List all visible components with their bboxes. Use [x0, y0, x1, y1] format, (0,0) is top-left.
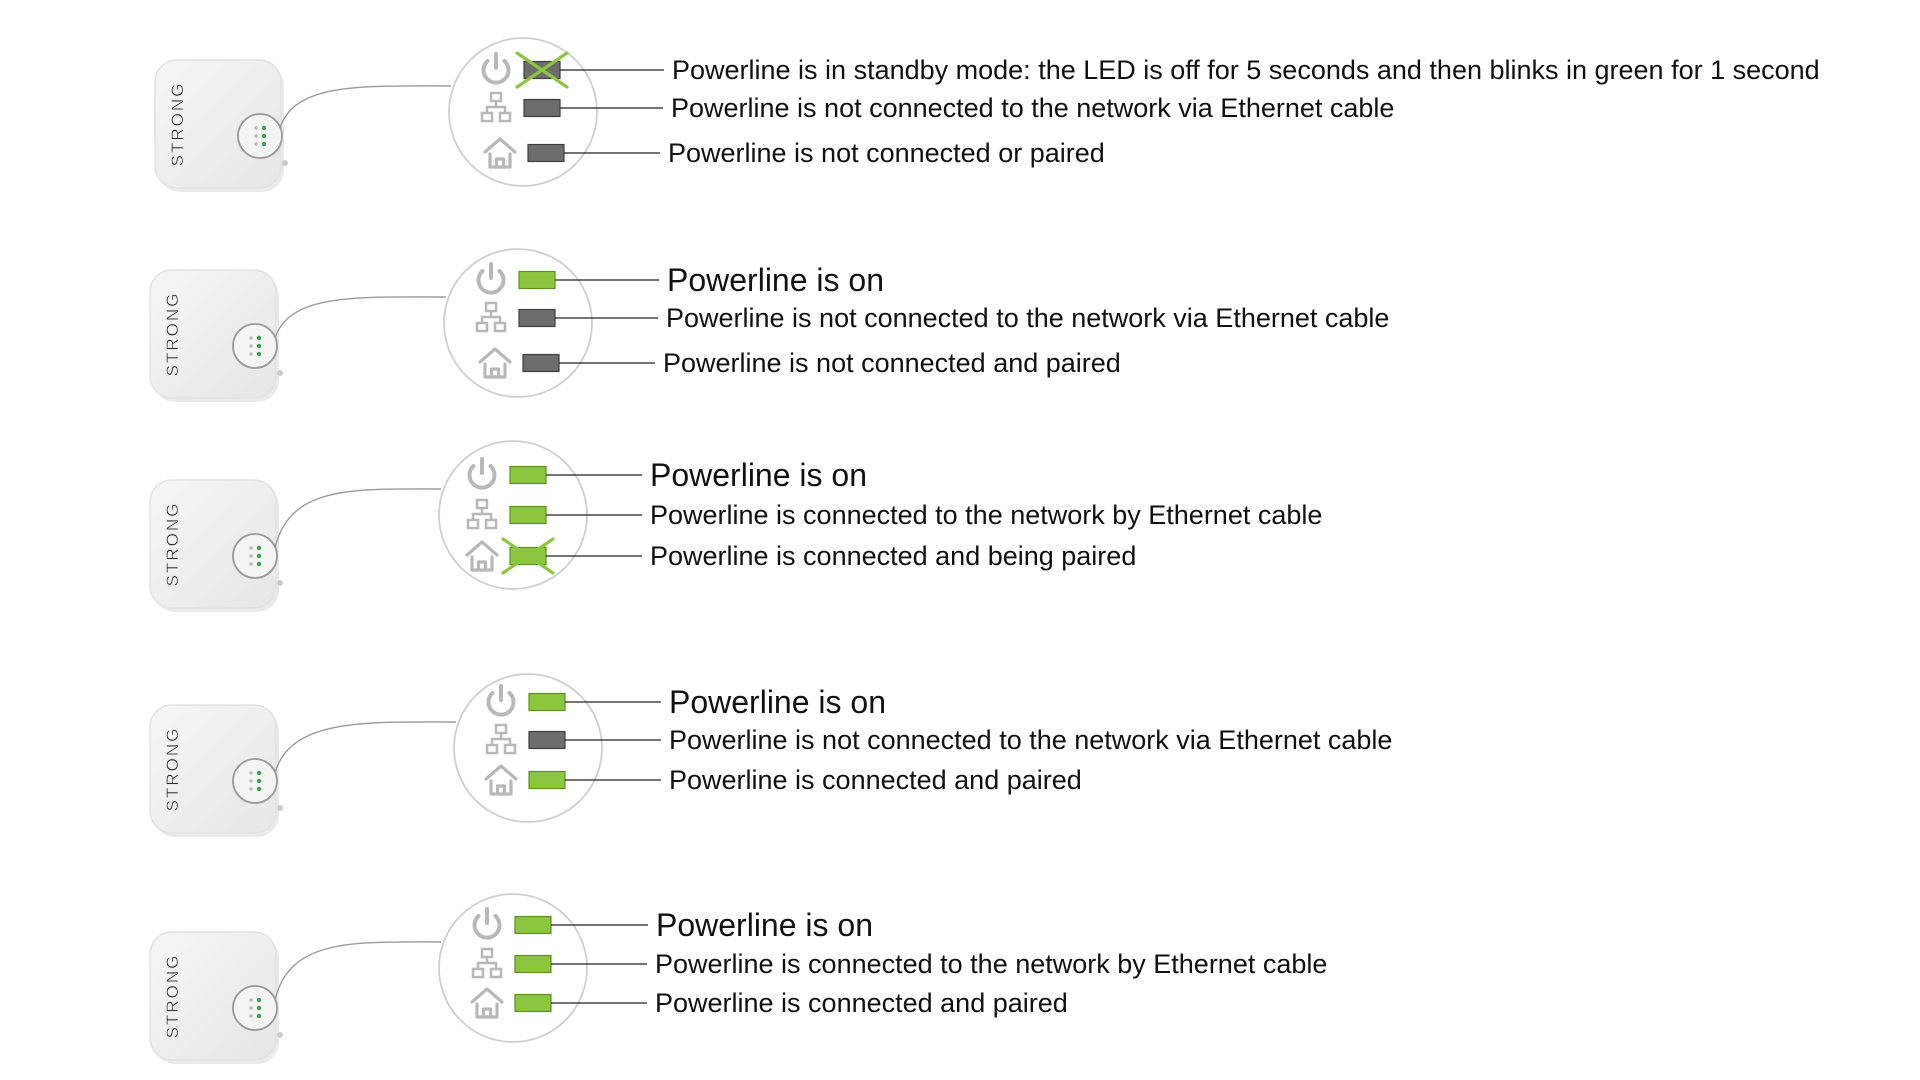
led-status-label: Powerline is on [650, 457, 867, 493]
led-status-label: Powerline is not connected or paired [668, 138, 1105, 168]
led-status-label: Powerline is not connected to the networ… [669, 725, 1392, 755]
device-led-window [237, 113, 283, 159]
led-indicator-home [522, 353, 560, 373]
led-indicator-ethernet [518, 308, 556, 328]
ethernet-network-icon [471, 947, 503, 979]
led-indicator-power [514, 915, 552, 935]
led-status-label: Powerline is connected and being paired [650, 541, 1136, 571]
status-row-fully-connected: STRONG Powerline is on Powerline is connec… [149, 893, 1327, 1064]
home-pairing-icon [470, 987, 504, 1019]
led-indicator-power [518, 270, 556, 290]
zoom-connector-line [274, 488, 442, 549]
ethernet-network-icon [475, 301, 507, 333]
device-led-window [232, 323, 278, 369]
powerline-adapter: STRONG [149, 931, 283, 1064]
led-indicator-ethernet [509, 505, 547, 525]
brand-logo-text: STRONG [163, 954, 182, 1039]
led-zoom-circle [453, 673, 603, 823]
device-led-window [232, 985, 278, 1031]
led-status-label: Powerline is not connected and paired [663, 348, 1121, 378]
led-indicator-ethernet [523, 98, 561, 118]
led-indicator-power [509, 465, 547, 485]
led-status-label: Powerline is on [669, 684, 886, 720]
device-led-window [232, 758, 278, 804]
status-row-standby: STRONG Powerline is in standby mode: the … [154, 37, 1820, 192]
home-pairing-icon [484, 764, 518, 796]
power-icon [472, 907, 502, 940]
led-indicator-power [528, 692, 566, 712]
brand-logo-text: STRONG [163, 502, 182, 587]
brand-logo-text: STRONG [163, 292, 182, 377]
blinking-marks [501, 537, 555, 575]
ethernet-network-icon [466, 498, 498, 530]
power-icon [486, 684, 516, 717]
powerline-adapter: STRONG [149, 704, 283, 837]
zoom-connector-line [274, 721, 457, 774]
zoom-connector-line [274, 941, 442, 1001]
home-pairing-icon [465, 540, 499, 572]
ethernet-network-icon [480, 91, 512, 123]
brand-logo-text: STRONG [168, 82, 187, 167]
reset-button-dot [277, 805, 283, 811]
reset-button-dot [277, 1032, 283, 1038]
led-status-label: Powerline is in standby mode: the LED is… [672, 55, 1820, 85]
led-zoom-circle [443, 248, 593, 398]
home-pairing-icon [483, 137, 517, 169]
power-icon [467, 457, 497, 490]
powerline-adapter: STRONG [154, 59, 288, 192]
led-indicator-home [514, 993, 552, 1013]
reset-button-dot [282, 160, 288, 166]
led-status-label: Powerline is not connected to the networ… [666, 303, 1389, 333]
reset-button-dot [277, 580, 283, 586]
led-status-label: Powerline is not connected to the networ… [671, 93, 1394, 123]
led-status-label: Powerline is on [656, 907, 873, 943]
led-indicator-ethernet [514, 954, 552, 974]
led-indicator-home [528, 770, 566, 790]
powerline-adapter: STRONG [149, 269, 283, 402]
power-icon [481, 52, 511, 85]
brand-logo-text: STRONG [163, 727, 182, 812]
led-zoom-circle [448, 37, 598, 187]
ethernet-network-icon [485, 723, 517, 755]
reset-button-dot [277, 370, 283, 376]
status-row-pairing: STRONG Powerline is on Powerline is connec… [149, 440, 1322, 612]
led-zoom-circle [438, 893, 588, 1043]
led-status-label: Powerline is connected and paired [669, 765, 1082, 795]
zoom-connector-line [274, 296, 447, 339]
blinking-marks [515, 51, 569, 89]
status-row-on-not-paired: STRONG Powerline is on Powerline is not co… [149, 248, 1389, 402]
zoom-connector-line [279, 85, 452, 129]
device-led-window [232, 533, 278, 579]
status-row-paired-no-ethernet: STRONG Powerline is on Powerline is not co… [149, 673, 1392, 837]
powerline-adapter: STRONG [149, 479, 283, 612]
led-status-label: Powerline is connected to the network by… [655, 949, 1327, 979]
led-indicator-home [527, 143, 565, 163]
home-pairing-icon [478, 347, 512, 379]
led-status-label: Powerline is on [667, 262, 884, 298]
led-status-label: Powerline is connected to the network by… [650, 500, 1322, 530]
power-icon [476, 262, 506, 295]
led-status-label: Powerline is connected and paired [655, 988, 1068, 1018]
led-indicator-ethernet [528, 730, 566, 750]
